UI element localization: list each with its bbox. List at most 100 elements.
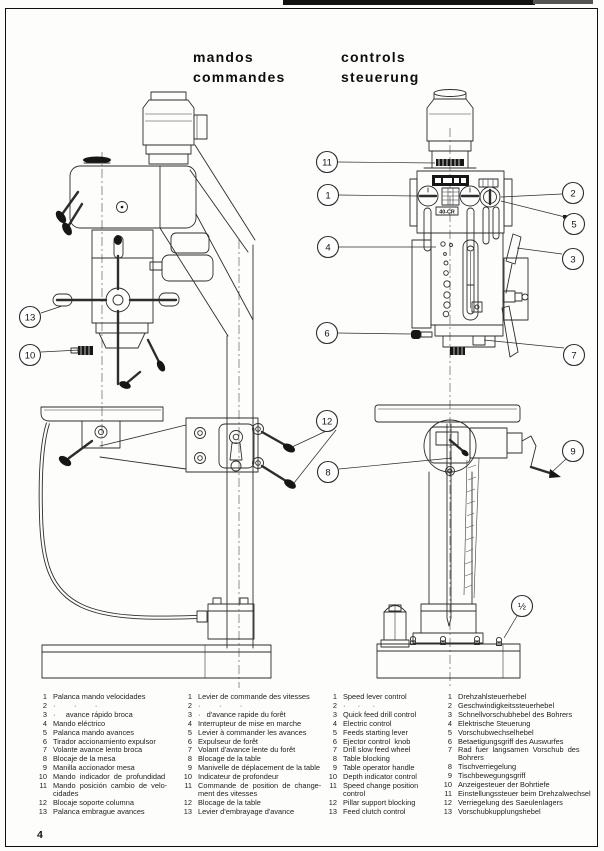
legend-item-number: 12	[443, 797, 452, 807]
callout-2: 2	[561, 181, 585, 205]
legend-item-number: 8	[447, 762, 452, 772]
legend-item-number: 13	[38, 806, 47, 816]
legend-item-number: 2	[187, 700, 192, 710]
legend-item-text: Palanca embrague avances	[53, 806, 145, 816]
legend-item-number: 7	[447, 745, 452, 755]
legend-item-number: 5	[42, 727, 47, 737]
legend-item-text: Depth indicator control	[343, 772, 417, 782]
page-number: 4	[37, 829, 43, 841]
callout-10: 10	[18, 343, 42, 367]
svg-text:11: 11	[322, 157, 332, 168]
left-machine-side-view	[38, 91, 296, 688]
legend-item-text: Feeds starting lever	[343, 727, 408, 737]
legend-item-text: · · ·	[198, 700, 243, 710]
legend-item-text: · · ·	[343, 700, 376, 710]
legend-item: 2· · ·	[326, 702, 440, 710]
callout-4: 4	[316, 235, 340, 259]
legend-item-text: Volante avance lento broca	[53, 745, 143, 755]
legend-item: 3· d'avance rapide du forêt	[181, 710, 322, 719]
legend-item-text: Speed lever control	[343, 692, 407, 701]
legend-item-number: 7	[332, 745, 337, 755]
legend-item: 9 Tischbewegungsgriff	[441, 772, 598, 780]
callout-leader	[500, 200, 566, 218]
callout-8: 8	[316, 460, 340, 484]
legend-item-text: Mando posición cambio de velo- cidades	[53, 781, 168, 798]
svg-text:3: 3	[570, 254, 575, 265]
callout-leader	[338, 457, 453, 470]
legend-item-text: Vorschubwechselhebel	[458, 727, 534, 737]
callout-leader	[503, 615, 518, 639]
svg-text:2: 2	[570, 188, 575, 199]
title-es: mandos	[193, 49, 254, 65]
legend-item-text: Tirador accionamiento expulsor	[53, 736, 156, 746]
svg-text:½: ½	[518, 601, 526, 612]
legend-item-number: 8	[187, 754, 192, 764]
legend-item-number: 6	[42, 736, 47, 746]
legend-item-number: 10	[443, 780, 452, 790]
legend-item-text: Palanca mando avances	[53, 727, 134, 737]
legend-item-number: 10	[183, 772, 192, 782]
legend-item-text: Verriegelung des Saeulenlagers	[458, 797, 563, 807]
legend-item-text: Blocaje de la mesa	[53, 754, 116, 764]
callout-11: 11	[315, 150, 339, 174]
svg-text:5: 5	[571, 219, 576, 230]
svg-text:6: 6	[324, 328, 329, 339]
legend-item-text: Commande de position de change- ment des…	[198, 781, 322, 798]
legend-item-text: Interrupteur de mise en marche	[198, 718, 302, 728]
legend-item-number: 11	[39, 781, 47, 791]
legend-item-number: 1	[42, 692, 47, 701]
scan-edge-strip	[283, 0, 535, 5]
legend-item-number: 11	[329, 781, 337, 791]
legend-item: 6 Tirador accionamiento expulsor	[36, 736, 178, 746]
legend-item: 11 Mando posición cambio de velo- cidades	[36, 782, 178, 798]
scan-edge-strip-light	[533, 0, 593, 4]
legend-item-text: Pillar support blocking	[343, 797, 416, 807]
legend-item-number: 7	[42, 745, 47, 755]
legend-item-number: 1	[332, 692, 337, 701]
legend-item-text: Blocage de la table	[198, 797, 261, 807]
callout-leader	[337, 161, 436, 164]
callout-12: 12	[315, 409, 339, 433]
legend-item: 10 Anzeigesteuer der Bohrtiefe	[441, 781, 598, 789]
legend-item-number: 5	[187, 727, 192, 737]
legend-item-text: Levier à commander les avances	[198, 727, 307, 737]
legend-item-text: Volant d'avance lente du forêt	[198, 745, 296, 755]
legend-item-text: Expulseur de forêt	[198, 736, 258, 746]
legend-item-text: · · ·	[53, 700, 98, 710]
legend-item-text: Vorschubkupplungshebel	[458, 806, 541, 816]
legend-item-text: Blocage de la table	[198, 754, 261, 764]
legend-item-number: 4	[332, 718, 337, 728]
legend-item-number: 6	[332, 736, 337, 746]
svg-text:12: 12	[322, 416, 333, 427]
svg-text:4: 4	[325, 242, 330, 253]
legend-item-text: Blocaje soporte columna	[53, 797, 134, 807]
legend-item-text: Anzeigesteuer der Bohrtiefe	[458, 780, 550, 790]
legend-item-text: Ejector control knob	[343, 736, 411, 746]
callout-7: 7	[562, 343, 586, 367]
legend-item-number: 9	[447, 771, 452, 781]
legend-item-number: 6	[187, 736, 192, 746]
legend-item-text: Tischbewegungsgriff	[458, 771, 526, 781]
legend-item-number: 3	[332, 709, 337, 719]
